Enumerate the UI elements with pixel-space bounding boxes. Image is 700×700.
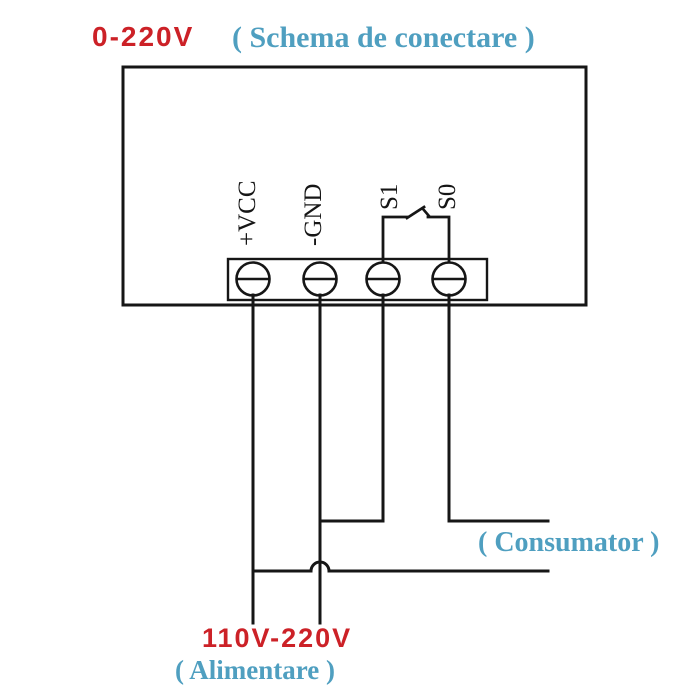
- switch-s1-s0: [381, 205, 451, 264]
- wire-s1-to-gnd: [319, 293, 385, 523]
- diagram-title: ( Schema de conectare ): [232, 21, 535, 54]
- terminal-label-vcc: +VCC: [234, 180, 261, 246]
- terminal-label-s0: S0: [434, 183, 461, 210]
- switch-wire-left: [381, 215, 409, 264]
- screw-terminal-s1: [365, 261, 401, 297]
- terminal-label-gnd: -GND: [300, 183, 327, 247]
- wire-vcc-to-consumer-with-jump: [251, 560, 550, 573]
- terminal-strip: [226, 257, 489, 302]
- switch-lever-icon: [405, 205, 426, 220]
- terminal-label-s1: S1: [376, 183, 403, 210]
- consumer-label: ( Consumator ): [478, 527, 660, 558]
- supply-label: ( Alimentare ): [175, 655, 335, 685]
- switch-wire-right: [426, 215, 451, 264]
- switch-contact-tick-icon: [421, 207, 431, 218]
- supply-voltage-label: 110V-220V: [202, 623, 353, 653]
- wire-s0-to-consumer: [447, 293, 550, 523]
- device-outline: [121, 65, 588, 307]
- voltage-range-label: 0-220V: [92, 21, 195, 52]
- screw-terminal-vcc: [235, 261, 271, 297]
- screw-terminal-gnd: [302, 261, 338, 297]
- screw-terminal-s0: [431, 261, 467, 297]
